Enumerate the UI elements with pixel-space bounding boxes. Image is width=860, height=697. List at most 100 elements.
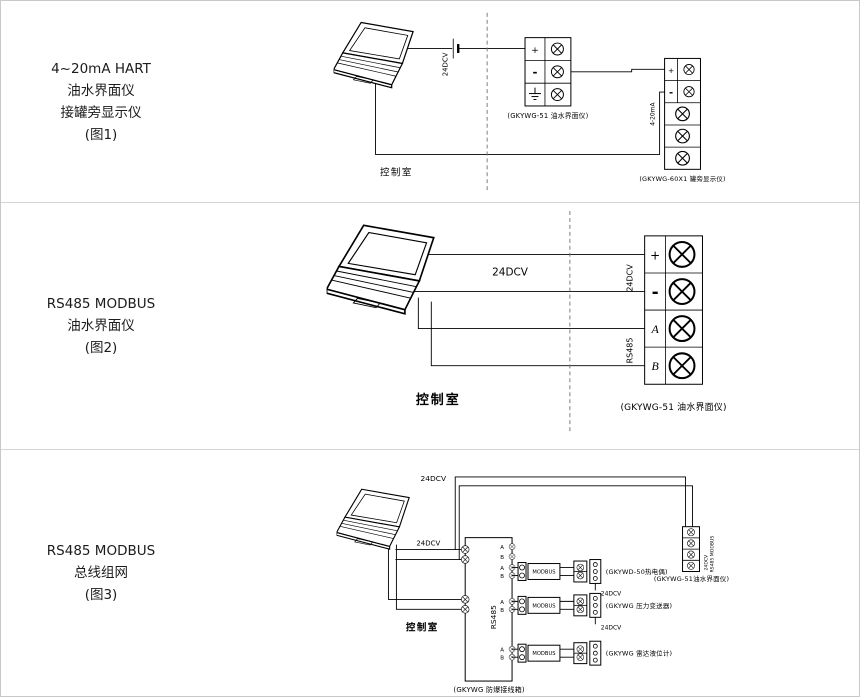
power-label: 24DCV: [492, 267, 529, 279]
modbus-module-outline: [527, 644, 561, 662]
bus-label-vertical: RS485: [626, 338, 635, 364]
ground-terminal-icon: [529, 87, 541, 101]
modbus-module-outline: [527, 596, 561, 614]
modbus-module-label: MODBUS: [532, 651, 555, 657]
remote-device-caption: (GKYWG-51油水界面仪): [654, 574, 729, 583]
control-room-label: 控制室: [380, 166, 413, 178]
caption-line: (图3): [84, 586, 118, 603]
screw-icon: [461, 555, 470, 564]
device-caption: (GKYWG-51 油水界面仪): [620, 401, 726, 413]
figure-row-3: RS485 MODBUS 总线组网 (图3) 24DCV 24DCV: [1, 449, 859, 695]
caption-line: (图2): [84, 340, 118, 356]
interface-terminal-block: + - (GKYWG-51 油水界面仪): [507, 37, 588, 120]
diagram-3-area: 24DCV 24DCV A B: [201, 450, 859, 695]
terminal-plus-label: +: [650, 248, 660, 262]
screw-icon: [550, 65, 564, 79]
diagram-1-canvas: 24DCV + -: [333, 12, 726, 192]
screw-icon: [687, 561, 695, 570]
branch-device-caption: (GKYWD-50热电偶): [606, 567, 668, 576]
figure-3-caption: RS485 MODBUS 总线组网 (图3): [1, 450, 201, 695]
d3-wires: [387, 476, 693, 610]
screw-icon: [683, 63, 695, 76]
screw-icon: [683, 86, 695, 98]
interface-device-caption: (GKYWG-51 油水界面仪): [507, 111, 588, 120]
screw-icon: [461, 605, 470, 614]
figure-1-caption: 4~20mA HART 油水界面仪 接罐旁显示仪 (图1): [1, 1, 201, 202]
screw-icon: [668, 278, 696, 305]
terminal-minus-label: -: [652, 282, 659, 302]
port-a-label: A: [500, 545, 504, 551]
screw-icon: [576, 653, 585, 661]
port-a-label: A: [500, 648, 504, 654]
port-b-label: B: [500, 656, 504, 662]
remote-device-block: 24DCV RS485 MODBUS (GKYWG-51油水界面仪): [654, 526, 729, 583]
interface-terminal-block: + - A B: [644, 235, 703, 385]
power-label-vertical: 24DCV: [441, 52, 449, 76]
screw-icon: [576, 645, 585, 653]
terminal-minus-label: -: [532, 65, 537, 79]
caption-line: RS485 MODBUS: [46, 296, 156, 312]
d2-wires: [405, 253, 645, 367]
diagram-3-canvas: 24DCV 24DCV A B: [336, 474, 729, 694]
screw-icon: [668, 315, 696, 343]
screw-icon: [550, 88, 564, 102]
terminal-b-label: B: [651, 359, 659, 373]
terminal-plus-label: +: [668, 66, 674, 75]
remote-bus-label-vertical: RS485 MODBUS: [709, 536, 715, 573]
screw-icon: [668, 352, 696, 380]
diagram-1-area: 24DCV + -: [201, 1, 859, 202]
screw-icon: [675, 128, 690, 144]
screw-icon: [687, 550, 695, 559]
power-label-vertical: 24DCV: [626, 264, 635, 292]
laptop-power-label: 24DCV: [416, 540, 440, 548]
terminal-a-label: A: [650, 322, 659, 336]
modbus-module-label: MODBUS: [532, 569, 555, 575]
bus-branch-3: MODBUS (GKYWG 雷达液位计): [512, 640, 672, 666]
figure-row-2: RS485 MODBUS 油水界面仪 (图2) 24DCV: [1, 202, 859, 449]
laptop-icon: [326, 224, 435, 315]
terminal-minus-label: -: [669, 88, 673, 99]
screw-icon: [576, 605, 585, 614]
screw-icon: [675, 106, 690, 122]
caption-line: 油水界面仪: [67, 82, 135, 99]
branch-power-label: 24DCV: [601, 624, 622, 631]
junction-bus-label-vertical: RS485: [489, 605, 498, 629]
laptop-icon: [333, 21, 414, 89]
bus-branch-1: MODBUS (GKYWD-50热电偶) 24DCV: [512, 559, 668, 597]
junction-box-caption: (GKYWG 防爆接线箱): [453, 685, 524, 694]
diagram-2-area: 24DCV + - A B 24DCV RS485: [201, 203, 859, 449]
caption-line: 油水界面仪: [67, 318, 135, 334]
screw-icon: [508, 543, 516, 550]
caption-line: 4~20mA HART: [51, 60, 151, 77]
port-a-label: A: [500, 600, 504, 606]
screw-icon: [576, 571, 585, 580]
port-a-label: A: [500, 566, 504, 572]
branch-device-caption: (GKYWG 压力变送器): [606, 601, 672, 610]
figure-row-1: 4~20mA HART 油水界面仪 接罐旁显示仪 (图1): [1, 1, 859, 202]
screw-icon: [687, 539, 695, 548]
top-power-label: 24DCV: [420, 474, 446, 483]
screw-icon: [675, 150, 690, 166]
remote-power-label-vertical: 24DCV: [703, 554, 709, 571]
port-b-label: B: [500, 555, 504, 561]
screw-icon: [576, 597, 585, 606]
caption-line: RS485 MODBUS: [46, 542, 156, 559]
caption-line: 总线组网: [74, 564, 128, 581]
screw-icon: [550, 42, 564, 56]
branch-power-label: 24DCV: [601, 590, 622, 597]
screw-icon: [576, 563, 585, 572]
caption-line: (图1): [84, 126, 118, 143]
screw-icon: [668, 240, 696, 268]
battery-icon: [452, 38, 460, 59]
d1-wires: [375, 48, 665, 155]
modbus-module-label: MODBUS: [532, 603, 555, 609]
diagram-2-canvas: 24DCV + - A B 24DCV RS485: [326, 210, 726, 433]
bus-branch-2: MODBUS (GKYWG 压力变送器) 24DCV: [512, 592, 672, 631]
caption-line: 接罐旁显示仪: [60, 104, 142, 121]
display-terminal-block: + - (GKYWG-60X1 罐旁显示仪): [639, 57, 726, 183]
modbus-module-outline: [527, 563, 561, 580]
terminal-plus-label: +: [531, 46, 539, 56]
port-b-label: B: [500, 608, 504, 614]
screw-icon: [461, 595, 470, 604]
signal-label-vertical: 4-20mA: [650, 102, 657, 126]
